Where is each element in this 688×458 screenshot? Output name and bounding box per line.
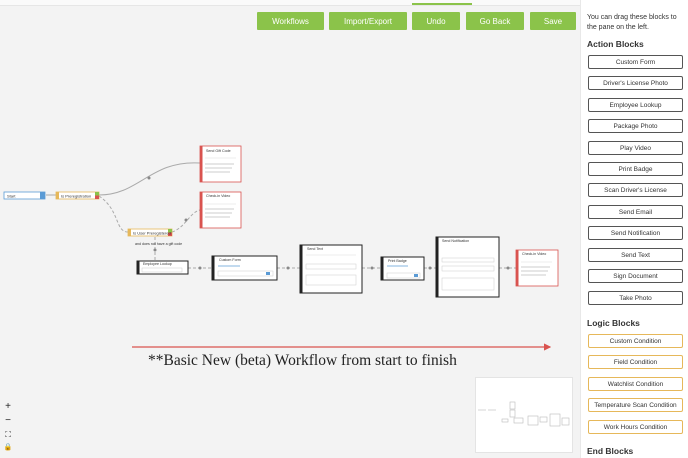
svg-text:Is User Preregistered: Is User Preregistered <box>133 231 171 236</box>
node-is-user-preregistered: Is User Preregistered <box>127 228 173 237</box>
node-send-notification: Send Notification <box>435 236 500 298</box>
svg-text:Send Gift Code: Send Gift Code <box>206 149 231 153</box>
node-is-preregistration: Is Preregistration <box>55 191 100 200</box>
action-blocks-title: Action Blocks <box>587 39 644 49</box>
node-check-in-video-2: Check-in Video <box>515 249 559 287</box>
workflow-canvas[interactable]: Start Is Preregistration Is User Preregi… <box>0 0 580 458</box>
zoom-out-icon[interactable]: − <box>5 415 11 426</box>
svg-text:Send Text: Send Text <box>307 247 323 251</box>
node-start: Start <box>3 191 46 200</box>
logic-blocks-title: Logic Blocks <box>587 318 640 328</box>
block-send-text[interactable]: Send Text <box>588 248 683 262</box>
block-drivers-license-photo[interactable]: Driver's License Photo <box>588 76 683 90</box>
block-field-condition[interactable]: Field Condition <box>588 355 683 369</box>
svg-text:Print Badge: Print Badge <box>388 259 407 263</box>
fit-view-icon[interactable]: ⛶ <box>5 430 11 439</box>
block-custom-form[interactable]: Custom Form <box>588 55 683 69</box>
svg-text:Check-in Video: Check-in Video <box>522 252 546 256</box>
block-employee-lookup[interactable]: Employee Lookup <box>588 98 683 112</box>
svg-text:Start: Start <box>7 194 16 199</box>
top-bar <box>0 0 580 6</box>
block-work-hours-condition[interactable]: Work Hours Condition <box>588 420 683 434</box>
block-custom-condition[interactable]: Custom Condition <box>588 334 683 348</box>
block-temperature-scan-condition[interactable]: Temperature Scan Condition <box>588 398 683 412</box>
svg-text:Send Notification: Send Notification <box>442 239 469 243</box>
save-button[interactable]: Save <box>530 12 576 30</box>
node-employee-lookup: Employee Lookup <box>136 260 189 275</box>
node-print-badge: Print Badge <box>380 256 425 281</box>
workflows-button[interactable]: Workflows <box>257 12 324 30</box>
import-export-button[interactable]: Import/Export <box>329 12 407 30</box>
zoom-in-icon[interactable]: + <box>5 401 11 412</box>
end-blocks-title: End Blocks <box>587 446 634 456</box>
minimap-graphic <box>478 401 570 427</box>
node-send-text: Send Text <box>299 244 363 294</box>
active-tab-indicator <box>412 3 472 5</box>
svg-text:and does not have a gift code: and does not have a gift code <box>135 242 182 246</box>
go-back-button[interactable]: Go Back <box>466 12 524 30</box>
block-scan-drivers-license[interactable]: Scan Driver's License <box>588 183 683 197</box>
workflow-diagram: Start Is Preregistration Is User Preregi… <box>3 145 559 351</box>
block-take-photo[interactable]: Take Photo <box>588 291 683 305</box>
minimap[interactable] <box>475 377 573 453</box>
block-watchlist-condition[interactable]: Watchlist Condition <box>588 377 683 391</box>
block-sign-document[interactable]: Sign Document <box>588 269 683 283</box>
svg-text:Custom Form: Custom Form <box>219 258 241 262</box>
block-send-email[interactable]: Send Email <box>588 205 683 219</box>
undo-button[interactable]: Undo <box>412 12 460 30</box>
lock-icon[interactable]: 🔒 <box>3 444 13 451</box>
block-print-badge[interactable]: Print Badge <box>588 162 683 176</box>
block-package-photo[interactable]: Package Photo <box>588 119 683 133</box>
node-send-gift-code: Send Gift Code <box>199 145 242 183</box>
svg-text:Is Preregistration: Is Preregistration <box>61 194 91 199</box>
annotation-caption: **Basic New (beta) Workflow from start t… <box>148 352 457 369</box>
block-play-video[interactable]: Play Video <box>588 141 683 155</box>
drag-hint: You can drag these blocks to the pane on… <box>587 14 677 31</box>
svg-text:Check-in Video: Check-in Video <box>206 194 230 198</box>
block-send-notification[interactable]: Send Notification <box>588 226 683 240</box>
svg-text:Employee Lookup: Employee Lookup <box>143 262 172 266</box>
node-check-in-video: Check-in Video <box>199 191 242 229</box>
node-custom-form: Custom Form <box>211 255 278 281</box>
